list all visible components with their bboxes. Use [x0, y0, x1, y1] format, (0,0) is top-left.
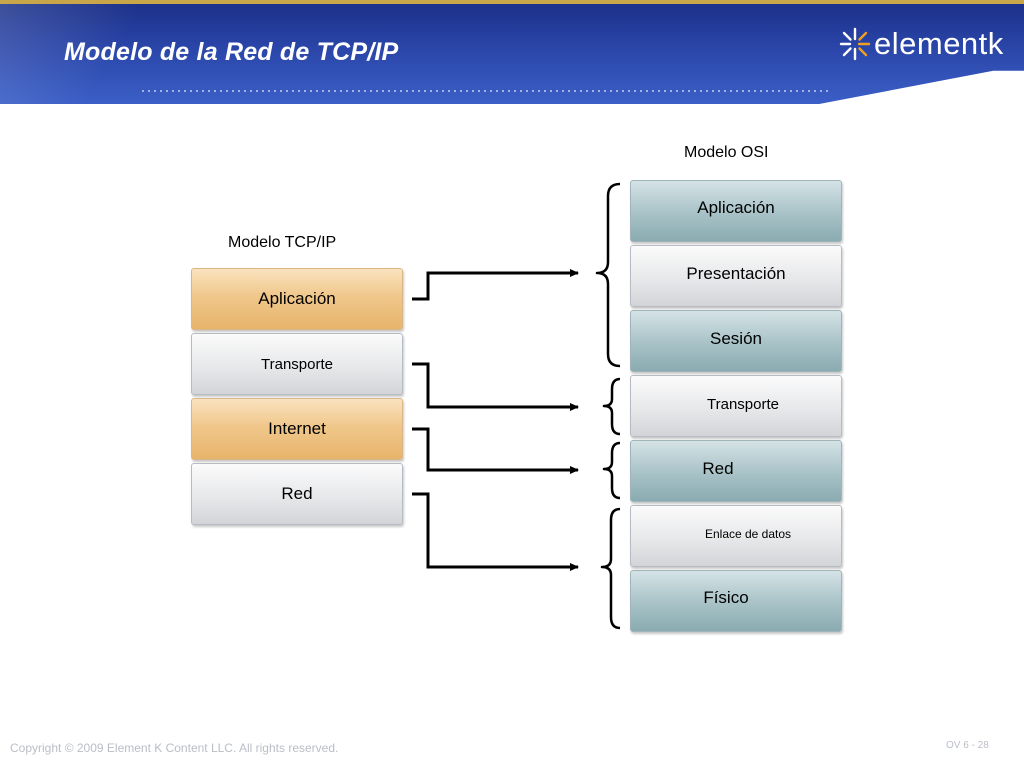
tcp-layer-internet: Internet [191, 398, 403, 460]
connector-red [412, 492, 579, 571]
connector-transporte [412, 362, 579, 411]
header-decoration [0, 0, 150, 104]
header-dotted-rule [140, 90, 830, 92]
brace-aplicacion-sesion [595, 182, 621, 368]
osi-model-title: Modelo OSI [684, 144, 769, 161]
header-band [0, 0, 1024, 104]
tcp-layer-transporte: Transporte [191, 333, 403, 395]
osi-layer-red: Red [630, 440, 842, 502]
footer-copyright: Copyright © 2009 Element K Content LLC. … [10, 741, 339, 755]
slide-header: Modelo de la Red de TCP/IP elementk [0, 0, 1024, 104]
osi-layer-fisico: Físico [630, 570, 842, 632]
osi-layer-aplicacion: Aplicación [630, 180, 842, 242]
tcp-layer-red: Red [191, 463, 403, 525]
osi-layer-transporte: Transporte [630, 375, 842, 437]
connector-internet [412, 427, 579, 474]
brace-transporte [602, 377, 621, 436]
brace-red [602, 441, 621, 500]
starburst-icon [839, 27, 871, 61]
page-title: Modelo de la Red de TCP/IP [64, 38, 399, 66]
tcp-layer-aplicacion: Aplicación [191, 268, 403, 330]
osi-layer-enlace-de-datos: Enlace de datos [630, 505, 842, 567]
brace-enlace-fisico [600, 507, 621, 630]
osi-layer-sesion: Sesión [630, 310, 842, 372]
connector-aplicacion [412, 269, 579, 301]
footer-page-number: OV 6 - 28 [946, 740, 989, 751]
element-k-logo: elementk [838, 26, 1018, 62]
tcp-model-title: Modelo TCP/IP [228, 234, 337, 251]
header-gold-rule [0, 0, 1024, 4]
logo-text: elementk [874, 26, 1004, 61]
osi-layer-presentacion: Presentación [630, 245, 842, 307]
